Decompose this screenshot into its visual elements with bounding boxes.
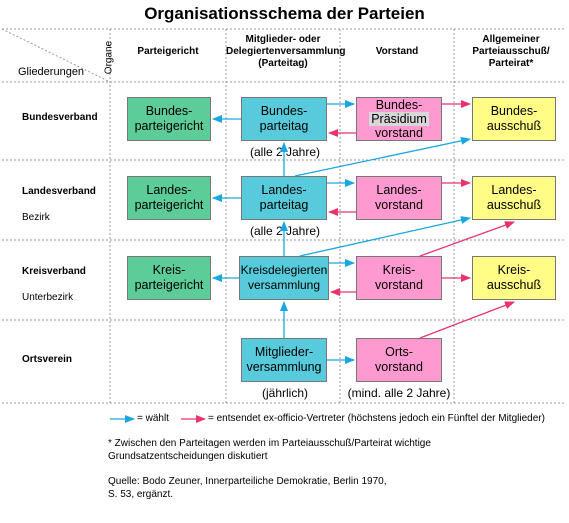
box-landesparteigericht: Landes-parteigericht [127, 176, 211, 220]
row-label-landesverband: Landesverband [22, 186, 96, 197]
box-bundesausschuss: Bundes-ausschuß [472, 97, 556, 141]
row-sub-bezirk: Bezirk [22, 212, 50, 223]
row-label-ortsverein: Ortsverein [22, 354, 73, 365]
waehlt-arrows [212, 100, 471, 364]
column-header-vorstand: Vorstand [375, 46, 419, 57]
note-bundesparteitag-frequency: (alle 2 Jahre) [249, 145, 321, 159]
box-bundesparteigericht: Bundes-parteigericht [127, 97, 211, 141]
note-landesparteitag-frequency: (alle 2 Jahre) [249, 224, 321, 238]
header-gliederungen: Gliederungen [18, 66, 85, 78]
row-label-kreisverband: Kreisverband [22, 266, 86, 277]
box-ortsvorstand: Orts-vorstand [356, 338, 442, 382]
box-landesvorstand: Landes-vorstand [356, 176, 442, 220]
box-bundesparteitag: Bundes-parteitag [241, 97, 327, 141]
box-praesidium: Präsidium [369, 112, 429, 126]
box-kreisparteigericht: Kreis-parteigericht [127, 256, 211, 300]
note-mitgliederversammlung-frequency: (jährlich) [261, 386, 308, 400]
box-landesparteitag: Landes-parteitag [241, 176, 327, 220]
box-kreisvorstand: Kreis-vorstand [356, 256, 442, 300]
box-kreisausschuss: Kreis-ausschuß [472, 256, 556, 300]
column-header-parteigericht: Parteigericht [137, 46, 199, 57]
box-landesausschuss: Landes-ausschuß [472, 176, 556, 220]
legend-entsendet-label: = entsendet ex-officio-Vertreter (höchst… [208, 413, 545, 424]
box-bundesvorstand: Bundes- Präsidium vorstand [356, 97, 442, 141]
row-label-bundesverband: Bundesverband [22, 112, 98, 123]
box-mitgliederversammlung: Mitglieder-versammlung [241, 338, 327, 382]
page-title: Organisationsschema der Parteien [144, 4, 425, 23]
footnote: * Zwischen den Parteitagen werden im Par… [108, 438, 431, 462]
note-ortsvorstand-frequency: (mind. alle 2 Jahre) [347, 386, 451, 400]
source-citation: Quelle: Bodo Zeuner, Innerparteiliche De… [108, 476, 387, 500]
column-header-parteiausschuss: Allgemeiner Parteiausschuß/ Parteirat* [472, 34, 550, 69]
entsendet-arrows [328, 100, 515, 339]
row-sub-unterbezirk: Unterbezirk [22, 292, 74, 303]
legend-waehlt-label: = wählt [137, 413, 169, 424]
column-header-parteitag: Mitglieder- oder Delegiertenversammlung … [226, 34, 346, 69]
